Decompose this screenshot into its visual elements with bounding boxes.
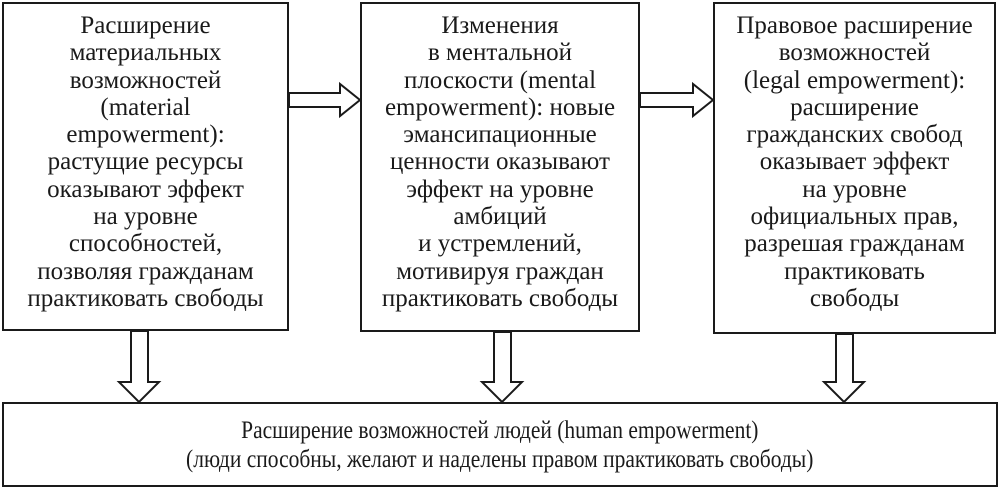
box-text-line: возможностей	[69, 66, 222, 94]
box-text-line: ценности оказывают	[390, 148, 610, 176]
box-text-line: мотивируя граждан	[396, 257, 604, 285]
box-text-line: официальных прав,	[750, 203, 959, 231]
box-text-line: эффект на уровне	[406, 175, 594, 203]
box-text-line: материальных	[69, 39, 222, 67]
box-text-line: растущие ресурсы	[47, 148, 244, 176]
box-text-line: гражданских свобод	[746, 121, 963, 149]
box-text-line: возможностей	[778, 39, 931, 67]
box-text-line: способностей,	[68, 230, 223, 258]
box-text-line: расширение	[790, 93, 919, 121]
box-text-line: на уровне	[802, 175, 907, 203]
box-text-line: и устремлений,	[418, 230, 582, 258]
box-text-line: empowerment): новые	[384, 93, 616, 121]
arrow-down-icon-legal-to-human	[821, 333, 867, 404]
box-text-line: свободы	[809, 284, 900, 312]
box-text-line: в ментальной	[427, 39, 573, 67]
box-text-line: Правовое расширение	[736, 12, 973, 39]
box-text-line: Расширение возможностей людей (human emp…	[241, 416, 759, 444]
arrow-down-icon-material-to-human	[116, 330, 162, 404]
box-text-line: (legal empowerment):	[743, 66, 966, 94]
box-text-line: Изменения	[441, 12, 559, 39]
box-human-empowerment: Расширение возможностей людей (human emp…	[2, 402, 998, 487]
box-text-line: разрешая гражданам	[744, 230, 965, 258]
box-text-line: практиковать свободы	[27, 284, 264, 312]
box-text-line: Расширение	[80, 12, 211, 39]
box-text-line: практиковать свободы	[381, 284, 619, 312]
box-text-line: позволяя гражданам	[37, 257, 254, 285]
arrow-right-icon-material-to-mental	[288, 81, 362, 119]
box-text-line: empowerment):	[66, 121, 225, 149]
box-text-line: амбиций	[453, 203, 547, 231]
box-text-line: (люди способны, желают и наделены правом…	[186, 445, 814, 473]
box-text-line: практиковать	[784, 257, 925, 285]
box-text-line: оказывают эффект	[47, 175, 244, 203]
box-text-line: на уровне	[93, 203, 198, 231]
box-text-line: (material	[100, 93, 191, 121]
arrow-down-icon-mental-to-human	[479, 331, 525, 404]
box-text-line: плоскости (mental	[403, 66, 597, 94]
box-text-line: оказывает эффект	[759, 148, 950, 176]
arrow-right-icon-mental-to-legal	[639, 81, 715, 119]
box-text-line: эмансипационные	[403, 121, 597, 149]
